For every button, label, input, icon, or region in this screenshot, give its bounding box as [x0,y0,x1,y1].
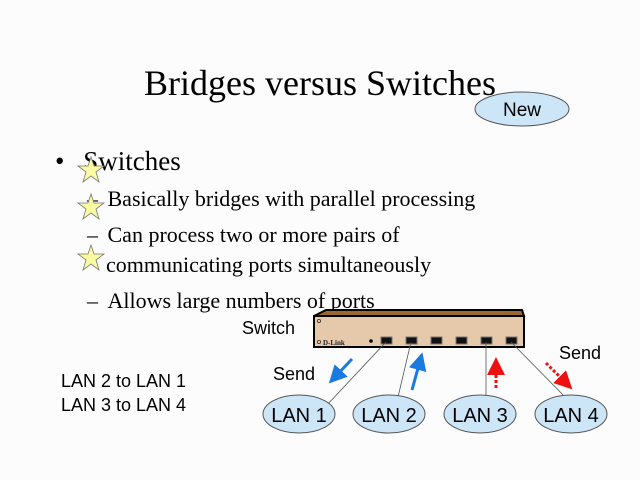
send-label-right: Send [559,343,602,363]
flow-2: LAN 3 to LAN 4 [61,395,187,415]
slide-title: Bridges versus Switches [144,63,496,103]
subbullet-3: – Allows large numbers of ports [87,288,375,314]
lan-3: LAN 3 [443,394,517,434]
subbullet-text: Basically bridges with parallel processi… [107,186,476,211]
switch-port [505,336,518,345]
bullet-marker: • [55,146,65,176]
lan-label: LAN 1 [271,405,327,427]
send-label-left: Send [273,364,316,384]
subbullet-2-line-2: communicating ports simultaneously [106,252,432,277]
switch-port [405,336,418,345]
subbullet-marker: – [87,222,98,247]
switch-port [455,336,468,345]
bullet-switches: • Switches [55,146,181,177]
new-badge: New [474,91,570,127]
lan-label: LAN 4 [543,405,599,427]
star-icon [76,192,106,221]
switch-port [430,336,443,345]
lan-2: LAN 2 [352,394,426,434]
send-arrow-lan4 [544,361,573,390]
lan-label: LAN 3 [452,405,508,427]
switch-device: D-Link [313,309,526,348]
bullet-text: Switches [83,146,181,176]
send-arrow-lan2 [408,352,427,391]
star-icon [76,243,106,272]
lan-label: LAN 2 [361,405,417,427]
switch-label: Switch [242,318,296,338]
subbullet-text: Allows large numbers of ports [107,288,375,313]
send-arrow-lan1 [328,357,354,384]
lan-4: LAN 4 [534,394,608,434]
switch-brand: D-Link [323,339,345,347]
new-badge-label: New [503,100,541,121]
subbullet-marker: – [87,288,98,313]
switch-port [380,336,393,345]
new-badge-ellipse: New [474,91,570,127]
subbullet-text: Can process two or more pairs of [107,222,400,247]
flow-1: LAN 2 to LAN 1 [61,371,187,391]
lan-1: LAN 1 [262,394,336,434]
star-icon [76,155,106,184]
subbullet-2: – Can process two or more pairs of [87,222,400,248]
switch-port [480,336,493,345]
